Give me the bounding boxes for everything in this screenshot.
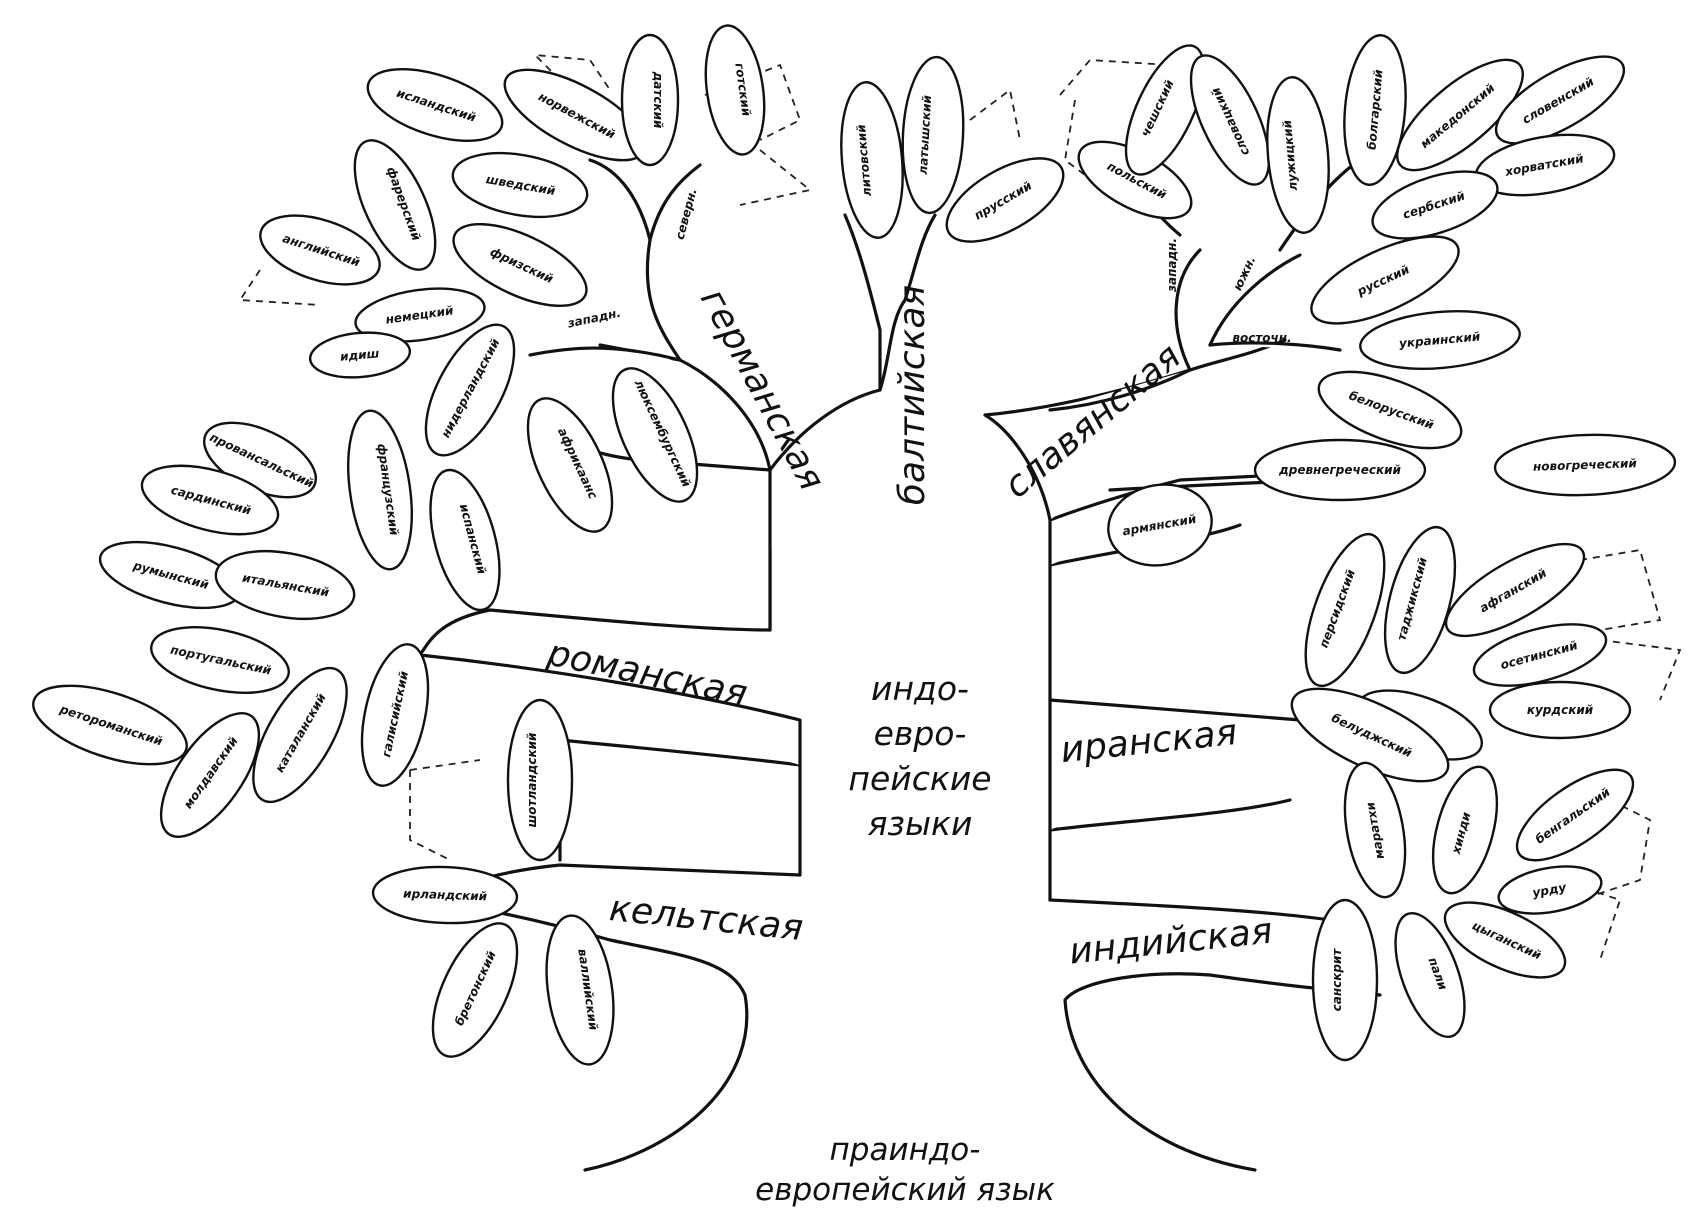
root-title-line-1: праиндо- [830, 1132, 981, 1168]
germanic-sub-west: западн. [565, 306, 622, 331]
leaf-label-scottish: шотландский [525, 732, 539, 827]
slavic-sub-west: западн. [1165, 238, 1179, 293]
leaf-label-danish: датский [651, 71, 665, 129]
branch-label-celtic: кельтская [607, 888, 805, 949]
leaf-label-ancient-greek: древнегреческий [1278, 463, 1401, 477]
leaf-label-kurdish: курдский [1527, 703, 1594, 717]
leaf-label-sanskrit: санскрит [1330, 948, 1344, 1012]
leaves [24, 22, 1676, 1069]
branch-label-baltic: балтийская [892, 285, 933, 505]
center-title-line-2: евро- [874, 714, 967, 753]
center-title: индо- евро- пейские языки [848, 669, 991, 843]
slavic-sub-east: восточн. [1232, 331, 1291, 345]
root-title: праиндо- европейский язык [755, 1132, 1055, 1208]
center-title-line-4: языки [868, 804, 973, 843]
center-title-line-1: индо- [871, 669, 969, 708]
leaf-label-irish: ирландский [403, 887, 488, 904]
branch-label-indian: индийская [1067, 911, 1274, 973]
root-title-line-2: европейский язык [755, 1172, 1055, 1208]
center-title-line-3: пейские [848, 759, 991, 798]
